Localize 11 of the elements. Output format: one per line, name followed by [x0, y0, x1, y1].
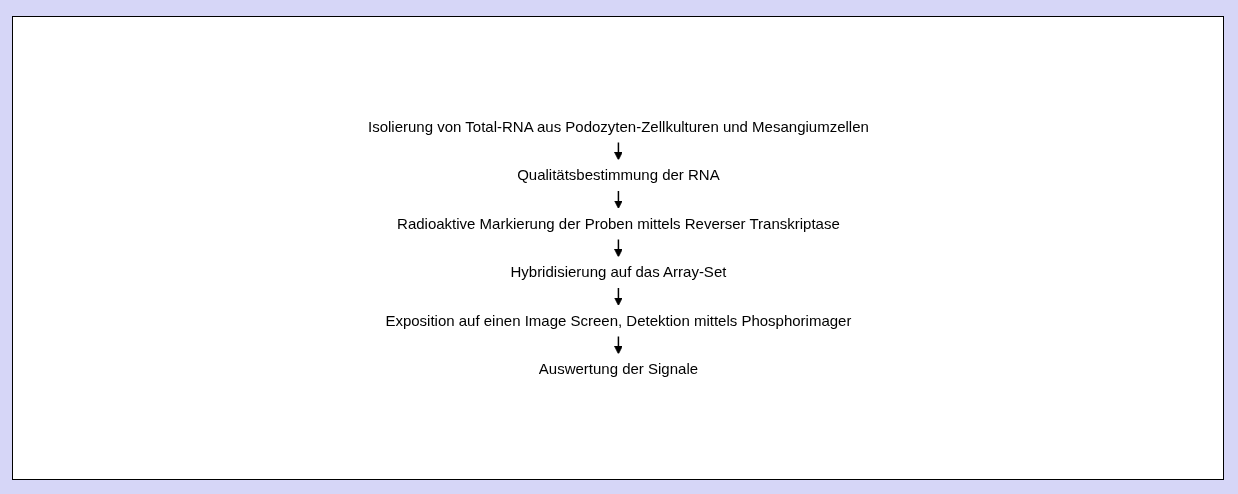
arrow: [613, 238, 623, 258]
node-text: Exposition auf einen Image Screen, Detektion mittels Phosphorimager: [384, 311, 852, 329]
node-text: Qualitätsbestimmung der RNA: [516, 166, 720, 183]
node-text: Isolierung von Total-RNA aus Podozyten-Zellkulturen und Mesangiumzellen: [367, 117, 869, 135]
arrow: [613, 189, 623, 209]
arrow: [613, 286, 623, 306]
arrow: [613, 335, 623, 355]
arrow: [613, 141, 623, 161]
node-text: Radioaktive Markierung der Proben mittels Reverser Transkriptase: [396, 214, 840, 232]
node-text: Auswertung der Signale: [538, 360, 698, 377]
node-text: Hybridisierung auf das Array-Set: [510, 263, 726, 280]
